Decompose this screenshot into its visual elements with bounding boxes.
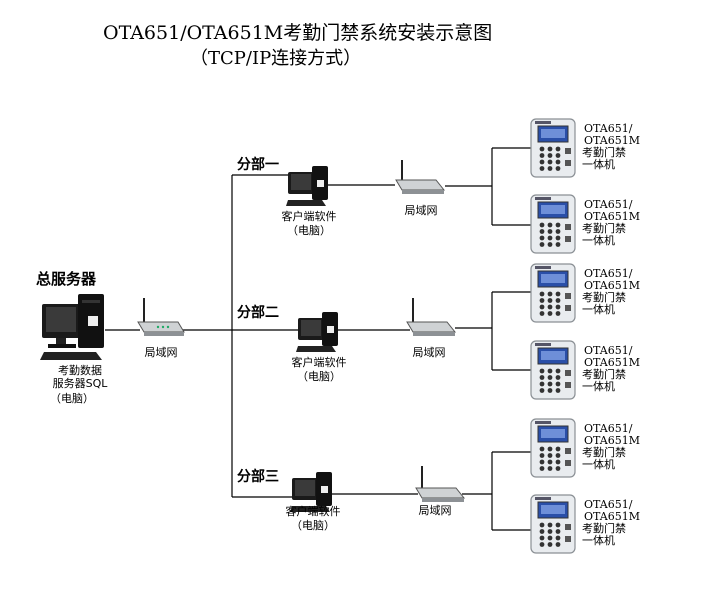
branch-2-router-icon [405,296,457,340]
device-2-label-line4: 一体机 [582,234,615,247]
device-4-label-line4: 一体机 [582,380,615,393]
server-computer-icon [40,290,110,362]
branch-3-computer-icon [290,468,336,514]
attendance-terminal-icon [530,494,576,558]
attendance-terminal-icon [530,194,576,258]
device-4-label-line2: OTA651M [584,356,640,369]
device-5-label-line1: OTA651/ [584,422,633,435]
device-5-label-line3: 考勤门禁 [582,446,626,459]
attendance-terminal-icon [530,263,576,327]
server-caption-line3: （电脑） [50,392,94,405]
branch-1-client-line2: （电脑） [287,224,331,237]
server-caption-line1: 考勤数据 [58,364,102,377]
device-5-label-line4: 一体机 [582,458,615,471]
device-6-label-line1: OTA651/ [584,498,633,511]
device-6-label-line4: 一体机 [582,534,615,547]
device-6-label-line2: OTA651M [584,510,640,523]
diagram-title: OTA651/OTA651M考勤门禁系统安装示意图 [103,22,493,44]
branch-1-router-icon [394,158,446,198]
device-2-label-line1: OTA651/ [584,198,633,211]
device-3-label-line3: 考勤门禁 [582,291,626,304]
device-2-label-line3: 考勤门禁 [582,222,626,235]
branch-3-client-line1: 客户端软件 [285,505,341,518]
branch-1-computer-icon [286,162,332,208]
diagram-subtitle: （TCP/IP连接方式） [190,48,362,69]
branch-2-label: 分部二 [237,305,279,321]
branch-1-lan-label: 局域网 [404,204,438,217]
device-4-label-line1: OTA651/ [584,344,633,357]
device-1-label-line2: OTA651M [584,134,640,147]
branch-3-label: 分部三 [237,469,279,485]
branch-1-label: 分部一 [237,157,279,173]
branch-1-client-line1: 客户端软件 [281,210,337,223]
router-icon [134,296,186,342]
branch-3-lan-label: 局域网 [418,504,452,517]
device-4-label-line3: 考勤门禁 [582,368,626,381]
branch-3-router-icon [414,464,466,506]
device-2-label-line2: OTA651M [584,210,640,223]
device-3-label-line2: OTA651M [584,279,640,292]
server-lan-label: 局域网 [144,346,178,359]
device-5-label-line2: OTA651M [584,434,640,447]
branch-2-computer-icon [296,308,342,354]
attendance-terminal-icon [530,340,576,404]
branch-2-client-line2: （电脑） [297,370,341,383]
branch-2-lan-label: 局域网 [412,346,446,359]
device-6-label-line3: 考勤门禁 [582,522,626,535]
device-3-label-line4: 一体机 [582,303,615,316]
server-caption-line2: 服务器SQL [52,377,108,390]
device-1-label-line4: 一体机 [582,158,615,171]
device-1-label-line1: OTA651/ [584,122,633,135]
device-1-label-line3: 考勤门禁 [582,146,626,159]
device-3-label-line1: OTA651/ [584,267,633,280]
attendance-terminal-icon [530,418,576,482]
server-title: 总服务器 [36,270,97,288]
branch-3-client-line2: （电脑） [291,519,335,532]
attendance-terminal-icon [530,118,576,182]
branch-2-client-line1: 客户端软件 [291,356,347,369]
